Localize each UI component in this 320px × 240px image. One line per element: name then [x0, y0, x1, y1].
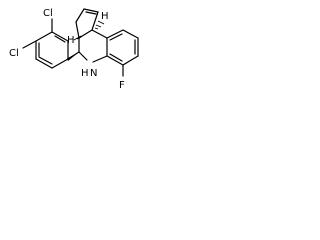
hashed-bond-h-lower	[73, 35, 82, 41]
wedge-bond-aryl	[67, 52, 79, 61]
amine-h-label: H	[81, 68, 89, 79]
dichlorophenyl-ring	[35, 31, 69, 69]
hydrogen-label-lower: H	[67, 35, 75, 46]
fluorine-label: F	[119, 80, 125, 91]
cyclopentene-ring	[75, 8, 99, 39]
hydrogen-label-upper: H	[101, 11, 109, 22]
fluorobenzene-ring	[106, 29, 139, 66]
nitrogen-label: N	[90, 68, 97, 79]
chlorine-label-upper: Cl	[43, 8, 53, 19]
chemical-structure: Cl Cl H H H N F	[9, 8, 139, 91]
hashed-bond-h-upper	[94, 20, 105, 30]
c-cl-bond-lower	[22, 40, 37, 49]
chlorine-label-lower: Cl	[9, 48, 19, 59]
piperidine-ring	[78, 29, 108, 63]
